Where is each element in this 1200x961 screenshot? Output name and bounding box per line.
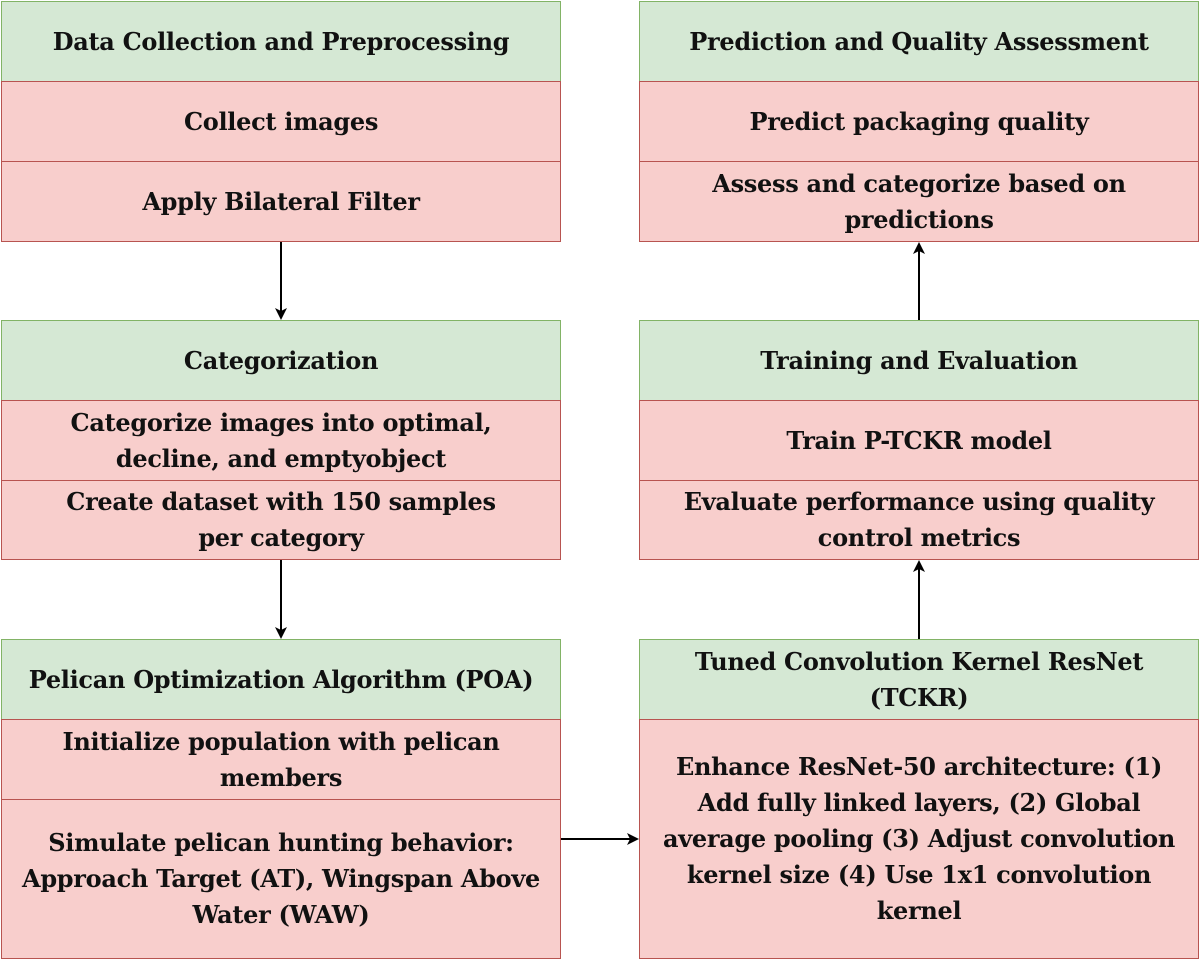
initialize-population-step: Initialize population with pelican membe…	[1, 719, 561, 800]
assess-categorize-step: Assess and categorize based on predictio…	[639, 161, 1199, 242]
tckr-header: Tuned Convolution Kernel ResNet (TCKR)	[639, 639, 1199, 720]
predict-quality-step: Predict packaging quality	[639, 81, 1199, 162]
poa-header: Pelican Optimization Algorithm (POA)	[1, 639, 561, 720]
categorize-images-step: Categorize images into optimal, decline,…	[1, 400, 561, 481]
simulate-hunting-step: Simulate pelican hunting behavior: Appro…	[1, 799, 561, 959]
evaluate-performance-step: Evaluate performance using quality contr…	[639, 480, 1199, 560]
prediction-header: Prediction and Quality Assessment	[639, 1, 1199, 82]
apply-bilateral-filter-step: Apply Bilateral Filter	[1, 161, 561, 242]
train-model-step: Train P-TCKR model	[639, 400, 1199, 481]
data-collection-header: Data Collection and Preprocessing	[1, 1, 561, 82]
training-header: Training and Evaluation	[639, 320, 1199, 401]
categorization-header: Categorization	[1, 320, 561, 401]
create-dataset-step: Create dataset with 150 samples per cate…	[1, 480, 561, 560]
enhance-resnet-step: Enhance ResNet-50 architecture: (1) Add …	[639, 719, 1199, 959]
